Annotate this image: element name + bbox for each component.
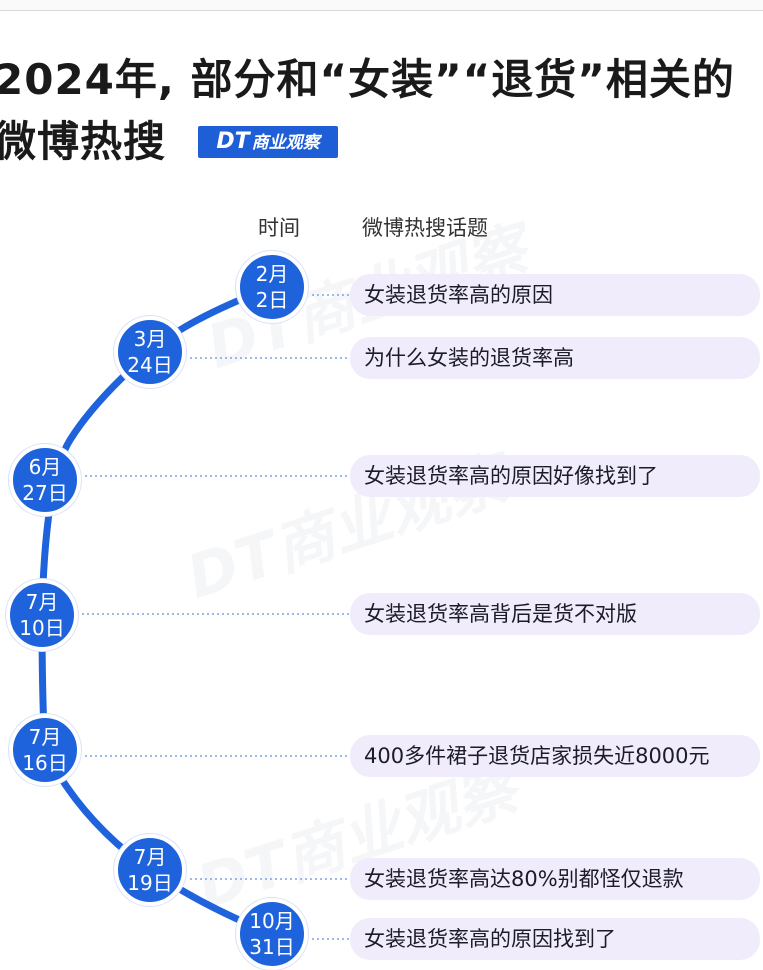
topic-item: 女装退货率高的原因找到了 [350, 918, 760, 960]
brand-logo-name: 商业观察 [251, 133, 320, 153]
topic-item: 女装退货率高达80%别都怪仅退款 [350, 858, 760, 900]
column-header-topic: 微博热搜话题 [362, 216, 488, 240]
date-month: 7月 [25, 590, 59, 614]
date-day: 16日 [22, 751, 68, 775]
date-month: 10月 [249, 909, 295, 933]
column-header-time: 时间 [258, 216, 300, 240]
topic-item: 女装退货率高的原因 [350, 274, 760, 316]
date-day: 2日 [255, 288, 289, 312]
topic-item: 400多件裙子退货店家损失近8000元 [350, 735, 760, 777]
top-border [0, 0, 763, 11]
date-month: 2月 [255, 262, 289, 286]
date-day: 19日 [127, 871, 173, 895]
topic-item: 女装退货率高背后是货不对版 [350, 593, 760, 635]
date-month: 7月 [28, 725, 62, 749]
date-day: 24日 [127, 353, 173, 377]
date-month: 7月 [133, 845, 167, 869]
topic-item: 女装退货率高的原因好像找到了 [350, 455, 760, 497]
date-day: 10日 [19, 616, 65, 640]
page-title-line2: 微博热搜 [0, 117, 167, 166]
date-day: 27日 [22, 481, 68, 505]
connector-lines [82, 294, 350, 940]
brand-logo-mark: DT [216, 129, 250, 154]
date-month: 3月 [133, 327, 167, 351]
page-title: 2024年, 部分和“女装”“退货”相关的 [0, 55, 735, 104]
topic-item: 为什么女装的退货率高 [350, 337, 760, 379]
date-month: 6月 [28, 455, 62, 479]
date-day: 31日 [249, 935, 295, 959]
